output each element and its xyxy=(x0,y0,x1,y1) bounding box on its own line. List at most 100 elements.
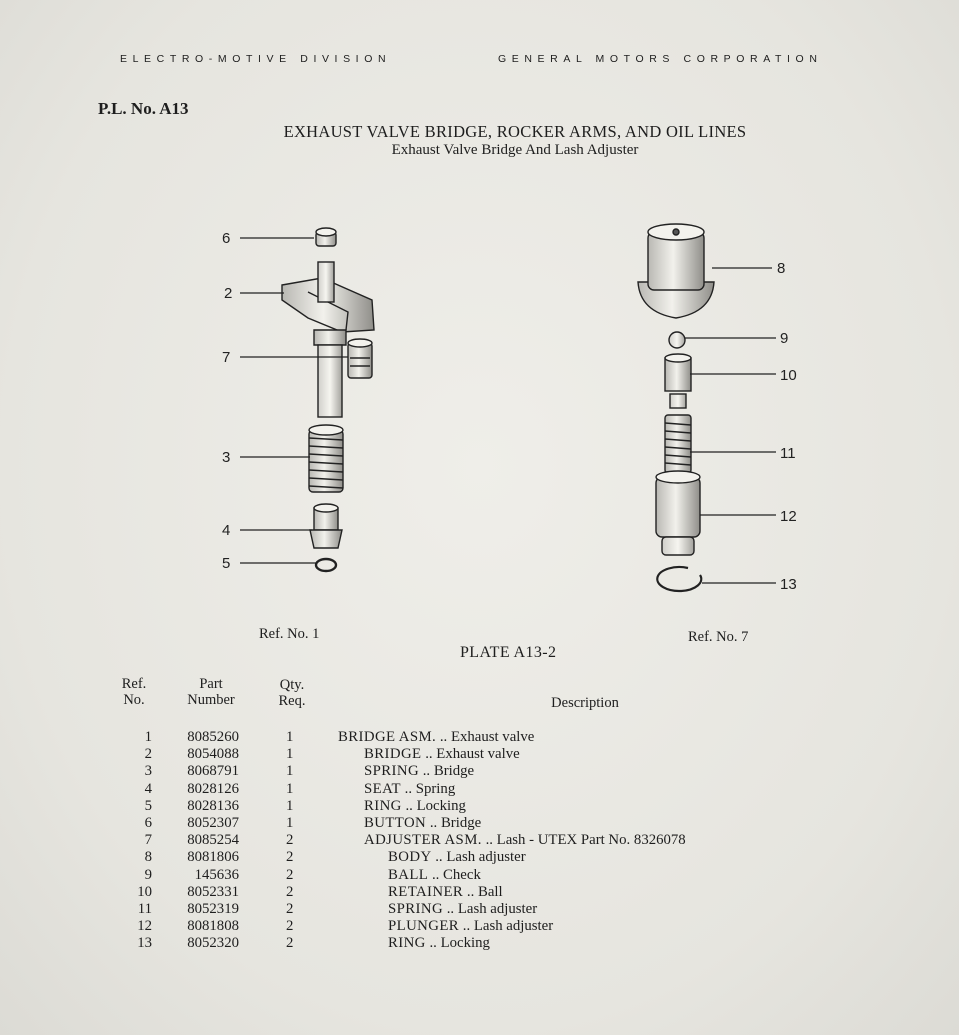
callout-13: 13 xyxy=(780,576,797,593)
callout-3: 3 xyxy=(222,449,230,466)
callout-7: 7 xyxy=(222,349,230,366)
row-qty: 2 xyxy=(286,883,294,900)
header-ref-line2: No. xyxy=(123,692,145,708)
row-ref-no: 3 xyxy=(144,763,152,780)
part-7-adjuster xyxy=(347,338,373,379)
row-qty: 2 xyxy=(286,918,294,935)
right-figure-caption: Ref. No. 7 xyxy=(688,629,749,645)
header-ref-no: Ref. No. xyxy=(114,676,154,708)
part-12-plunger xyxy=(655,470,701,556)
row-qty: 1 xyxy=(286,780,294,797)
row-description: ADJUSTER ASM. .. Lash - UTEX Part No. 83… xyxy=(364,832,686,849)
row-qty: 2 xyxy=(286,832,294,849)
row-description: SEAT .. Spring xyxy=(364,781,455,798)
bridge-assembly-drawing xyxy=(281,227,375,573)
part-5-locking-ring xyxy=(314,557,338,573)
row-ref-no: 8 xyxy=(144,849,152,866)
row-part-detail: .. Lash - UTEX Part No. 8326078 xyxy=(485,832,686,849)
row-part-name: SEAT xyxy=(364,780,401,797)
row-part-detail: .. Locking xyxy=(429,935,490,952)
page-title: EXHAUST VALVE BRIDGE, ROCKER ARMS, AND O… xyxy=(283,122,747,141)
callouts xyxy=(240,237,776,584)
callout-10: 10 xyxy=(780,367,797,384)
row-part-number: 8068791 xyxy=(187,763,239,780)
row-qty: 2 xyxy=(286,935,294,952)
row-part-name: RETAINER xyxy=(388,883,464,900)
row-part-detail: .. Locking xyxy=(405,797,466,814)
row-description: BALL .. Check xyxy=(388,867,481,884)
callout-5: 5 xyxy=(222,555,230,572)
row-part-number: 8052307 xyxy=(187,814,239,831)
callout-4: 4 xyxy=(222,522,230,539)
callout-8: 8 xyxy=(777,260,785,277)
row-ref-no: 10 xyxy=(137,883,152,900)
row-part-name: BUTTON xyxy=(364,814,427,831)
exploded-view-illustration: 6 2 7 3 4 5 8 9 10 11 12 13 xyxy=(222,223,797,593)
part-3-spring xyxy=(308,424,344,493)
left-figure-caption: Ref. No. 1 xyxy=(259,626,320,642)
row-qty: 1 xyxy=(286,746,294,763)
part-2-bridge xyxy=(281,261,375,418)
row-description: RING .. Locking xyxy=(364,798,466,815)
row-description: PLUNGER .. Lash adjuster xyxy=(388,918,553,935)
part-11-spring xyxy=(664,414,692,474)
row-description: RING .. Locking xyxy=(388,935,490,952)
row-part-detail: .. Exhaust valve xyxy=(425,746,520,763)
row-description: BODY .. Lash adjuster xyxy=(388,849,526,866)
row-ref-no: 1 xyxy=(144,729,152,745)
corporation-name: GENERAL MOTORS CORPORATION xyxy=(498,53,823,65)
row-part-detail: .. Lash adjuster xyxy=(435,849,526,866)
callout-numbers: 6 2 7 3 4 5 8 9 10 11 12 13 xyxy=(222,230,797,593)
header-description: Description xyxy=(551,695,619,711)
row-qty: 2 xyxy=(286,866,294,883)
row-part-name: BODY xyxy=(388,849,432,866)
header-qty-line2: Req. xyxy=(278,693,306,709)
row-ref-no: 9 xyxy=(144,866,152,883)
row-ref-no: 6 xyxy=(144,814,152,831)
row-part-number: 8085260 xyxy=(187,729,239,745)
row-part-number: 8081806 xyxy=(187,849,239,866)
row-description: BRIDGE ASM. .. Exhaust valve xyxy=(338,729,534,746)
row-description: BRIDGE .. Exhaust valve xyxy=(364,746,520,763)
lash-adjuster-drawing xyxy=(637,223,715,593)
row-qty: 1 xyxy=(286,814,294,831)
part-13-locking-ring xyxy=(656,565,703,593)
row-part-detail: .. Check xyxy=(431,866,481,883)
row-part-name: BALL xyxy=(388,866,429,883)
row-description: SPRING .. Bridge xyxy=(364,763,474,780)
row-part-name: RING xyxy=(388,935,426,952)
row-ref-no: 2 xyxy=(144,746,152,763)
callout-2: 2 xyxy=(224,285,232,302)
row-part-number: 8028126 xyxy=(187,780,239,797)
row-part-name: ADJUSTER ASM. xyxy=(364,832,482,849)
header-part-number: Part Number xyxy=(173,676,249,708)
row-part-name: BRIDGE xyxy=(364,746,422,763)
part-4-seat xyxy=(309,503,343,549)
callout-11: 11 xyxy=(780,445,796,462)
row-description: BUTTON .. Bridge xyxy=(364,815,481,832)
header-part-line2: Number xyxy=(187,692,235,708)
plate-label: PLATE A13-2 xyxy=(460,644,557,661)
row-ref-no: 5 xyxy=(144,797,152,814)
division-name: ELECTRO-MOTIVE DIVISION xyxy=(120,53,392,65)
row-part-name: SPRING xyxy=(364,763,420,780)
row-qty: 1 xyxy=(286,797,294,814)
row-part-number: 145636 xyxy=(194,866,239,883)
row-qty: 2 xyxy=(286,849,294,866)
row-ref-no: 13 xyxy=(137,935,152,952)
callout-6: 6 xyxy=(222,230,230,247)
part-8-body xyxy=(637,223,715,319)
row-part-name: PLUNGER xyxy=(388,918,460,935)
page-subtitle: Exhaust Valve Bridge And Lash Adjuster xyxy=(391,142,639,158)
table-row: 8 8081806 2 BODY .. Lash adjuster xyxy=(0,849,959,866)
row-part-number: 8028136 xyxy=(187,797,239,814)
row-part-name: RING xyxy=(364,797,402,814)
row-part-detail: .. Bridge xyxy=(429,814,482,831)
row-qty: 1 xyxy=(286,729,294,745)
row-ref-no: 7 xyxy=(144,832,152,849)
row-qty: 1 xyxy=(286,763,294,780)
